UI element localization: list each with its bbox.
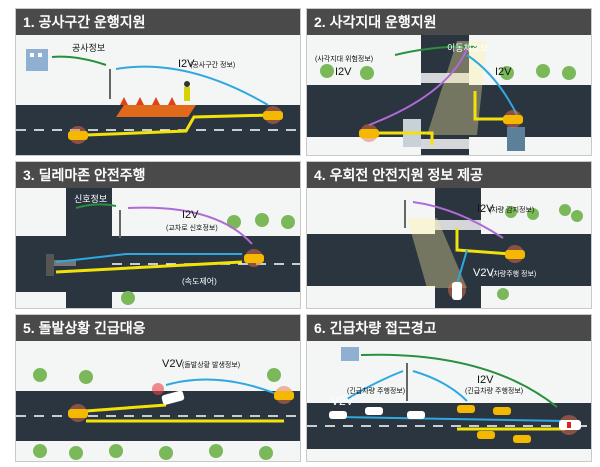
i2v-label: I2V (182, 209, 199, 221)
i2v-label: I2V (178, 58, 195, 70)
green-arrow (75, 203, 117, 209)
crosswalk (435, 220, 481, 230)
scenario-grid: 1. 공사구간 운행지원 공사정보 I2V (공사구간 정보) (15, 8, 592, 462)
road (66, 188, 112, 308)
i2v-note: (공사구간 정보) (190, 60, 235, 69)
sensing-beam (407, 218, 467, 288)
i2v-arrow (412, 370, 468, 402)
vehicle-icon (359, 124, 379, 142)
signal-label: 신호정보 (74, 194, 107, 204)
construction-barrier (116, 105, 196, 117)
i2v-arrow (55, 253, 242, 263)
panel-title-text: 1. 공사구간 운행지원 (23, 14, 146, 30)
panel-right-turn: 4. 우회전 안전지원 정보 제공 I2V (차량 감지정보) V2V (차량주… (306, 161, 592, 309)
yellow-path-arrow (455, 228, 512, 256)
traffic-cones (120, 97, 176, 105)
panel-title: 1. 공사구간 운행지원 (16, 9, 300, 35)
v2v-label: V2V (331, 394, 354, 408)
tree-icons (497, 204, 583, 300)
panel-title-text: 2. 사각지대 운행지원 (314, 14, 437, 30)
v2v-note: (긴급차량 주행정보) (347, 386, 405, 395)
yellow-path-arrow (55, 260, 243, 274)
v2v-arrow (336, 416, 566, 422)
i2v-label: I2V (477, 374, 494, 386)
emergency-response-scene: V2V (돌발상황 발생정보) (16, 358, 300, 460)
i2v-note-a: (사각지대 위험정보) (315, 54, 373, 63)
panel-title: 3. 딜레마존 안전주행 (16, 162, 300, 188)
yellow-path-arrow (85, 113, 272, 137)
green-arrow (394, 45, 478, 56)
purple-arrow (412, 201, 504, 239)
panel-title-text: 3. 딜레마존 안전주행 (23, 167, 146, 183)
panel-construction-zone: 1. 공사구간 운행지원 공사정보 I2V (공사구간 정보) (15, 8, 301, 156)
building-icon (507, 127, 525, 151)
panel-title-text: 5. 돌발상황 긴급대응 (23, 320, 146, 336)
right-turn-scene: I2V (차량 감지정보) V2V (차량주행 정보) (307, 188, 591, 308)
ambulance-icon (559, 415, 581, 435)
mover-label: 이동체정보 (447, 43, 488, 53)
crashed-car-icon (152, 383, 185, 405)
emergency-vehicle-scene: V2V (긴급차량 주행정보) I2V (긴급차량 주행정보) (307, 347, 591, 449)
i2v-label-a: I2V (335, 66, 352, 78)
tree-icons (320, 64, 576, 80)
panel-emergency-vehicle: 6. 긴급차량 접근경고 V2V (긴급차량 주행정보) I (306, 314, 592, 462)
v2v-label: V2V (162, 358, 183, 370)
vehicle-icon (263, 106, 283, 124)
vehicle-icon (505, 245, 525, 263)
vehicle-icon (503, 110, 523, 128)
speed-label: (속도제어) (182, 276, 217, 286)
vehicle-icons (329, 405, 531, 443)
worker-icon (184, 81, 190, 101)
green-arrow (51, 55, 107, 66)
panel-emergency-response: 5. 돌발상황 긴급대응 V2V (돌발상황 발생정보) (15, 314, 301, 462)
i2v-note: (교차로 신호정보) (166, 223, 218, 232)
i2v-arrow (466, 54, 518, 116)
road (421, 35, 469, 155)
dilemma-zone-scene: 신호정보 I2V (교차로 신호정보) (속도제어) (16, 188, 300, 308)
panel-blind-spot: 2. 사각지대 운행지원 이동체정보 (사각지대 위험정보) I2V I2V (306, 8, 592, 156)
purple-arrow (368, 48, 468, 126)
panel-title: 2. 사각지대 운행지원 (307, 9, 591, 35)
info-label: 공사정보 (72, 43, 105, 53)
yellow-path-arrow (377, 131, 434, 145)
crosswalk (421, 139, 469, 149)
i2v-note: (차량 감지정보) (489, 205, 534, 214)
vehicle-icon (244, 249, 264, 267)
i2v-label: I2V (477, 203, 494, 215)
purple-arrow (127, 206, 253, 245)
yellow-path-arrow (85, 403, 167, 413)
vehicle-icon (274, 386, 294, 404)
v2v-arrow (456, 249, 468, 285)
sensing-beam (427, 41, 487, 135)
i2v-note: (긴급차량 주행정보) (465, 386, 523, 395)
i2v-arrow (346, 370, 404, 400)
building-icon (26, 49, 48, 71)
panel-title-text: 4. 우회전 안전지원 정보 제공 (314, 167, 483, 183)
tree-icons (33, 368, 281, 460)
building-icon (341, 347, 359, 361)
traffic-signal-icon (46, 254, 76, 276)
blind-spot-scene: 이동체정보 (사각지대 위험정보) I2V I2V (307, 35, 591, 155)
vehicle-icon (448, 281, 466, 300)
i2v-arrow (115, 65, 269, 106)
crosswalk (421, 73, 469, 83)
v2v-label: V2V (473, 267, 494, 279)
panel-title: 4. 우회전 안전지원 정보 제공 (307, 162, 591, 188)
construction-scene: 공사정보 I2V (공사구간 정보) (16, 43, 300, 155)
panel-dilemma-zone: 3. 딜레마존 안전주행 신호정보 I2V (교차로 신호정보) (속도제어) (15, 161, 301, 309)
green-arrow (360, 353, 558, 408)
panel-title: 5. 돌발상황 긴급대응 (16, 315, 300, 341)
vehicle-icon (68, 126, 88, 144)
i2v-label-b: I2V (495, 66, 512, 78)
vehicle-icon (68, 404, 88, 422)
panel-title: 6. 긴급차량 접근경고 (307, 315, 591, 341)
v2v-arrow (165, 378, 275, 394)
yellow-path-arrow (473, 91, 507, 121)
panel-title-text: 6. 긴급차량 접근경고 (314, 320, 437, 336)
v2v-note: (돌발상황 발생정보) (182, 360, 240, 369)
v2v-note: (차량주행 정보) (491, 269, 536, 278)
